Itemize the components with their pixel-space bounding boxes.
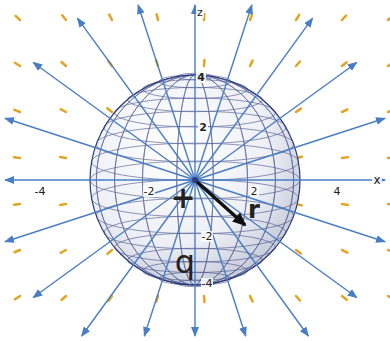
parallel [92, 180, 299, 217]
field-arrow [5, 179, 195, 180]
field-marker [15, 63, 20, 66]
field-arrow [195, 62, 357, 180]
field-marker [296, 296, 300, 301]
field-marker [109, 15, 112, 20]
field-arrow [5, 118, 195, 180]
field-marker [14, 203, 20, 206]
tick-label: 2 [198, 122, 208, 133]
charge-sign: + [169, 183, 196, 213]
field-marker [342, 156, 348, 159]
axis-label: z [196, 7, 204, 18]
field-arrow [195, 180, 308, 336]
field-marker [296, 250, 301, 253]
tick-label: 2 [250, 186, 259, 197]
field-marker [342, 109, 347, 112]
field-marker [14, 156, 20, 159]
charge-label: q [174, 246, 196, 278]
field-marker [250, 14, 252, 20]
field-marker [15, 296, 20, 299]
field-marker [296, 62, 300, 66]
field-marker [388, 296, 390, 299]
field-arrow [195, 180, 385, 242]
field-marker [157, 14, 158, 20]
tick-label: -4 [201, 278, 214, 289]
field-arrow [33, 62, 195, 180]
tick-label: -2 [201, 231, 214, 242]
field-marker [388, 110, 390, 112]
field-marker [62, 296, 66, 300]
field-marker [342, 62, 347, 66]
tick-label: -2 [143, 186, 156, 197]
radius-label: r [247, 198, 261, 222]
field-arrow [194, 5, 195, 180]
field-marker [203, 296, 206, 302]
field-marker [203, 60, 206, 66]
field-marker [342, 203, 348, 206]
field-marker [62, 62, 66, 66]
field-marker [296, 15, 299, 20]
field-marker [388, 63, 390, 66]
field-marker [14, 250, 20, 252]
field-marker [342, 296, 347, 300]
tick-label: 4 [196, 72, 206, 83]
field-marker [388, 203, 390, 206]
field-marker [296, 109, 301, 112]
field-marker [61, 250, 66, 253]
field-arrow [195, 118, 385, 180]
tick-label: 4 [333, 186, 342, 197]
field-marker [16, 16, 20, 20]
field-arrow [5, 180, 195, 242]
field-marker [60, 204, 66, 205]
field-marker [388, 250, 390, 252]
field-marker [388, 16, 390, 20]
field-arrow [195, 5, 252, 180]
field-marker [61, 109, 66, 112]
field-marker [250, 296, 253, 301]
field-lines [5, 5, 385, 336]
field-marker [107, 108, 112, 112]
field-marker [250, 61, 253, 66]
field-marker [388, 156, 390, 159]
field-marker [342, 16, 346, 20]
field-marker [60, 157, 66, 158]
radius-arrow [195, 180, 245, 225]
field-marker [62, 15, 66, 20]
field-marker [342, 250, 347, 253]
field-arrow [195, 180, 357, 298]
tick-label: -4 [34, 186, 47, 197]
field-arrow [138, 5, 195, 180]
field-arrow [195, 18, 313, 180]
field-marker [14, 110, 20, 112]
field-arrow [195, 179, 385, 180]
field-arrow [77, 18, 195, 180]
field-arrow [195, 180, 246, 336]
field-marker [107, 250, 112, 254]
axis-label: x [372, 174, 381, 186]
